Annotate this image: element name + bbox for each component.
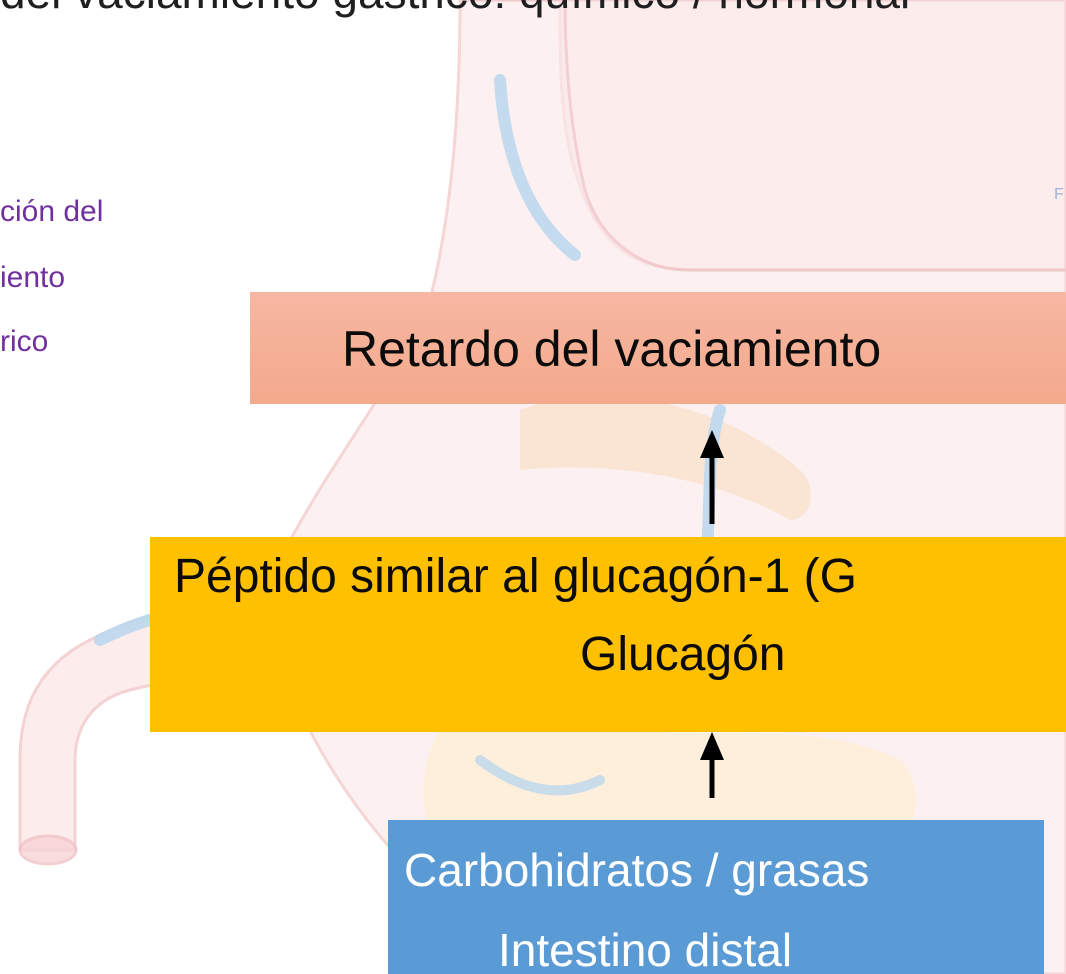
corner-mark: F [1054, 186, 1064, 203]
stomach-muscle-shape [520, 396, 811, 520]
retardo-box: Retardo del vaciamiento [250, 292, 1066, 404]
flow-arrow-lower [475, 755, 605, 796]
retardo-box-text: Retardo del vaciamiento [342, 321, 882, 377]
glp-box-line-1: Péptido similar al glucagón-1 (G [174, 550, 857, 603]
carbs-box: Carbohidratos / grasas Intestino distal [388, 820, 1044, 974]
glp-box: Péptido similar al glucagón-1 (G Glucagó… [150, 537, 1066, 732]
glp-box-line-2: Glucagón [580, 628, 786, 681]
duodenum-end-shape [18, 834, 78, 866]
flow-arrow-esophagus [494, 74, 581, 261]
side-label-line-1: ción del [0, 195, 104, 228]
side-label-line-2: iento [0, 261, 66, 294]
arrow-up-icon [700, 732, 724, 798]
carbs-box-line-1: Carbohidratos / grasas [404, 844, 870, 896]
slide-title: del vaciamiento gástrico: químico / horm… [0, 0, 1066, 20]
arrow-up-icon [700, 430, 724, 524]
side-label-line-3: rico [0, 325, 49, 358]
carbs-box-line-2: Intestino distal [498, 924, 793, 974]
